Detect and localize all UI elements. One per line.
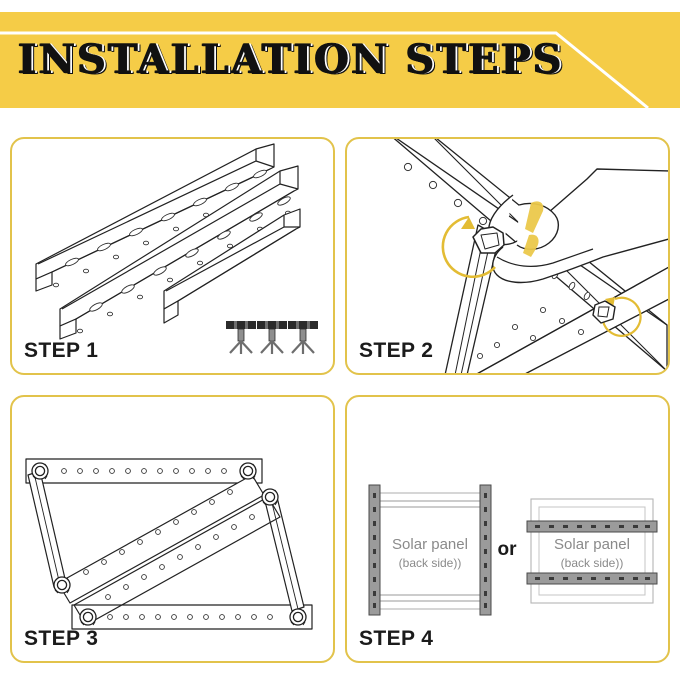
- panel-title-right: Solar panel: [554, 536, 630, 553]
- step-card-3: STEP 3: [10, 395, 335, 663]
- step-4-illustration: Solar panel (back side)) or: [368, 484, 658, 616]
- banner-diagonal-fill: [468, 36, 560, 108]
- banner-rule-line: [0, 31, 649, 108]
- t-bolt-2: [257, 321, 287, 354]
- corner-bolt-mid-left: [53, 576, 71, 594]
- rotation-arrow-upper: [441, 215, 496, 279]
- corner-bolt-top-left: [31, 462, 49, 480]
- t-bolt-1: [226, 321, 256, 354]
- t-bolt-group: [226, 321, 318, 354]
- step-2-illustration: [393, 139, 668, 373]
- rail-vertical-left: [368, 484, 381, 616]
- corner-bolt-mid-right: [261, 488, 279, 506]
- hand: [488, 168, 668, 284]
- panel-subtitle-left: (back side)): [399, 556, 462, 570]
- frame-strut-right: [263, 492, 305, 612]
- rail-vertical-right: [479, 484, 492, 616]
- corner-bolt-bottom-left: [79, 608, 97, 626]
- header-banner: INSTALLATION STEPS: [0, 12, 680, 108]
- page-title: INSTALLATION STEPS: [18, 36, 564, 84]
- angle-rail-b: [59, 165, 299, 340]
- angle-rail-a: [35, 143, 275, 292]
- rail-horizontal-top: [526, 520, 658, 533]
- step-3-illustration: [25, 458, 313, 630]
- frame-rail-bottom: [71, 604, 313, 630]
- step-card-2: STEP 2: [345, 137, 670, 375]
- mount-option-vertical: Solar panel (back side)): [368, 484, 492, 616]
- option-separator-label: or: [498, 539, 518, 560]
- step-3-label: STEP 3: [24, 627, 99, 650]
- t-bolt-3: [288, 321, 318, 354]
- rail-horizontal-bottom: [526, 572, 658, 585]
- step-card-1: STEP 1: [10, 137, 335, 375]
- corner-bolt-top-right: [239, 462, 257, 480]
- corner-bolt-bottom-right: [289, 608, 307, 626]
- frame-rail-top: [25, 458, 263, 484]
- banner-wedge: [466, 12, 680, 108]
- bolt-head-lower: [592, 300, 616, 324]
- mount-option-horizontal: Solar panel (back side)): [526, 498, 658, 604]
- step-1-label: STEP 1: [24, 339, 99, 362]
- frame-strut-left: [27, 470, 67, 588]
- finger-highlight: [523, 201, 544, 257]
- corner-bolt-group: [31, 462, 307, 626]
- panel-title-left: Solar panel: [392, 536, 468, 553]
- panel-subtitle-right: (back side)): [561, 556, 624, 570]
- bolt-head-upper: [472, 226, 505, 254]
- banner-shape: [0, 12, 680, 108]
- angle-rail-c: [163, 208, 301, 324]
- step-2-label: STEP 2: [359, 339, 434, 362]
- step-4-label: STEP 4: [359, 627, 434, 650]
- step-card-4: Solar panel (back side)) or: [345, 395, 670, 663]
- step-1-illustration: [35, 143, 318, 354]
